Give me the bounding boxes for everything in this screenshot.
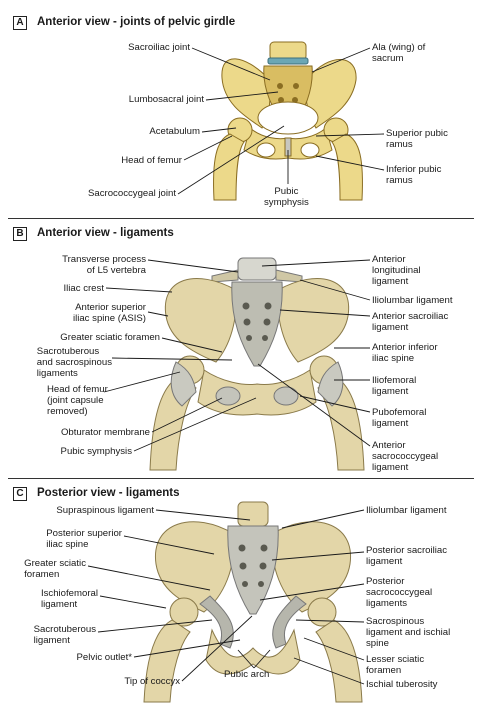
right-femur [331, 133, 363, 201]
label-lesser-sciatic: Lesser sciatic foramen [366, 654, 425, 676]
left-ilium-posterior [155, 521, 235, 613]
panel-b-title-text: Anterior view - ligaments [37, 227, 174, 239]
label-posterior-sacroiliac: Posterior sacroiliac ligament [366, 545, 448, 567]
divider-b-c [8, 478, 474, 479]
left-femur-posterior [143, 619, 191, 703]
sacrum-posterior [227, 525, 279, 615]
panel-a-title: A Anterior view - joints of pelvic girdle [13, 16, 235, 30]
label-asis: Anterior superior iliac spine (ASIS) [72, 302, 146, 324]
label-pubic-symphysis: Pubic symphysis [60, 446, 132, 457]
label-ischial-tuberosity: Ischial tuberosity [366, 679, 438, 690]
panel-a-title-text: Anterior view - joints of pelvic girdle [37, 16, 236, 28]
label-anterior-longitudinal: Anterior longitudinal ligament [372, 254, 421, 287]
l5-vertebra [269, 41, 307, 61]
label-aiis: Anterior inferior iliac spine [372, 342, 438, 364]
panel-a: A Anterior view - joints of pelvic girdle… [0, 0, 482, 219]
label-acetabulum: Acetabulum [149, 126, 200, 137]
left-obturator [256, 142, 276, 158]
label-inferior-pubic-ramus: Inferior pubic ramus [386, 164, 442, 186]
l5-vertebra [237, 257, 277, 281]
label-posterior-sacrococcygeal: Posterior sacrococcygeal ligaments [366, 576, 433, 609]
panel-c: C Posterior view - ligaments Supraspinous… [0, 480, 482, 707]
label-iliac-crest: Iliac crest [63, 283, 104, 294]
label-pubofemoral: Pubofemoral ligament [372, 407, 427, 429]
label-lumbosacral-joint: Lumbosacral joint [128, 94, 204, 105]
label-sacrotuberous-c: Sacrotuberous ligament [33, 624, 96, 646]
label-ischiofemoral: Ischiofemoral ligament [40, 588, 98, 610]
label-pelvic-outlet: Pelvic outlet* [76, 652, 132, 663]
panel-c-title: C Posterior view - ligaments [13, 487, 180, 501]
label-sacroiliac-joint: Sacroiliac joint [128, 42, 190, 53]
panel-b-title: B Anterior view - ligaments [13, 227, 174, 241]
panel-c-letter: C [13, 487, 27, 501]
label-iliolumbar-c: Iliolumbar ligament [366, 505, 447, 516]
label-anterior-sacrococcygeal: Anterior sacrococcygeal ligament [372, 440, 439, 473]
label-iliofemoral: Iliofemoral ligament [372, 375, 417, 397]
intervertebral-disc [267, 57, 309, 65]
label-tip-of-coccyx: Tip of coccyx [124, 676, 180, 687]
right-ilium-posterior [271, 521, 351, 613]
right-obturator-membrane [273, 386, 299, 406]
label-greater-sciatic-foramen-c: Greater sciatic foramen [24, 558, 86, 580]
pubic-symphysis-disc [284, 137, 292, 157]
panel-a-letter: A [13, 16, 27, 30]
label-obturator-membrane: Obturator membrane [60, 427, 150, 438]
label-ala-of-sacrum: Ala (wing) of sacrum [372, 42, 426, 64]
label-psis: Posterior superior iliac spine [46, 528, 122, 550]
label-sacrococcygeal-joint: Sacrococcygeal joint [88, 188, 176, 199]
label-supraspinous: Supraspinous ligament [56, 505, 154, 516]
right-ilium [277, 278, 350, 363]
label-sacrotuberous-sacrospinous: Sacrotuberous and sacrospinous ligaments [36, 346, 112, 379]
panel-b-letter: B [13, 227, 27, 241]
pubic-region [197, 369, 317, 416]
panel-c-title-text: Posterior view - ligaments [37, 487, 180, 499]
left-femur [213, 133, 245, 201]
label-head-of-femur: Head of femur (joint capsule removed) [47, 384, 108, 417]
label-pubic-symphysis: Pubic symphysis [264, 186, 309, 208]
left-obturator-membrane [215, 386, 241, 406]
sacrum-ligaments [231, 281, 283, 367]
label-sacrospinous: Sacrospinous ligament and ischial spine [366, 616, 451, 649]
panel-b: B Anterior view - ligaments Transverse pr… [0, 220, 482, 479]
ischium-pubis [205, 628, 301, 675]
label-head-of-femur: Head of femur [121, 155, 182, 166]
divider-a-b [8, 218, 474, 219]
label-pubic-arch: Pubic arch [224, 669, 270, 680]
label-greater-sciatic-foramen: Greater sciatic foramen [60, 332, 160, 343]
label-iliolumbar: Iliolumbar ligament [372, 295, 453, 306]
right-obturator [300, 142, 320, 158]
label-anterior-sacroiliac: Anterior sacroiliac ligament [372, 311, 449, 333]
l5-vertebra-posterior [237, 501, 269, 527]
right-femur-posterior [315, 619, 363, 703]
label-superior-pubic-ramus: Superior pubic ramus [386, 128, 448, 150]
label-transverse-process: Transverse process of L5 vertebra [62, 254, 146, 276]
left-ilium [164, 278, 237, 363]
